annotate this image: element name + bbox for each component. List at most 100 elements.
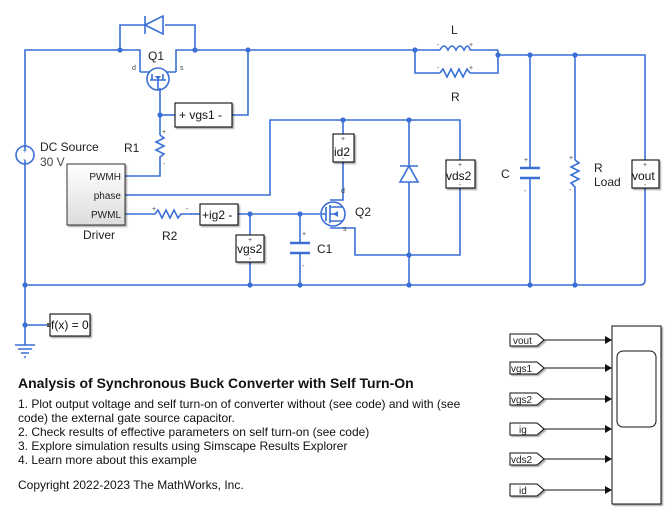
resistor-r[interactable]: - + R — [437, 65, 473, 104]
c-label: C — [501, 167, 510, 181]
diode-icon — [143, 14, 164, 36]
svg-text:s: s — [343, 226, 347, 233]
svg-text:+: + — [643, 162, 647, 169]
vout-label: vout — [632, 169, 655, 183]
capacitor-icon — [290, 241, 310, 255]
vgs1-label: + vgs1 - — [179, 108, 222, 122]
sensor-id2[interactable]: + id2 - — [332, 133, 355, 163]
svg-text:-: - — [342, 156, 345, 163]
resistor-icon — [439, 67, 471, 79]
r2-label: R2 — [162, 229, 178, 243]
port-phase: phase — [94, 191, 122, 202]
svg-text:+: + — [458, 162, 462, 169]
mosfet-q1[interactable]: d s Q1 — [132, 49, 184, 91]
svg-text:+: + — [248, 237, 252, 244]
model-annotation: Analysis of Synchronous Buck Converter w… — [18, 375, 478, 492]
svg-text:+: + — [162, 129, 166, 136]
capacitor-icon — [520, 166, 540, 180]
svg-text:+: + — [23, 146, 28, 155]
from-tag[interactable]: id — [509, 483, 612, 497]
scope-screen-icon — [616, 350, 657, 428]
svg-text:+: + — [302, 231, 306, 238]
svg-text:+: + — [469, 65, 473, 72]
r1-label: R1 — [124, 141, 140, 155]
from-tag[interactable]: vgs2 — [509, 392, 612, 406]
from-tag[interactable]: vout — [509, 333, 612, 347]
scope-block[interactable] — [611, 325, 662, 505]
svg-text:-: - — [302, 263, 305, 270]
svg-text:+: + — [341, 136, 345, 143]
inductor-l[interactable]: - + L — [437, 23, 473, 52]
ground — [15, 344, 35, 358]
svg-text:vgs1: vgs1 — [511, 364, 533, 375]
copyright: Copyright 2022-2023 The MathWorks, Inc. — [18, 478, 244, 492]
from-tag[interactable]: ig — [509, 422, 612, 436]
annotation-item-explore[interactable]: 3. Explore simulation results using Sims… — [18, 439, 348, 453]
ground-icon — [15, 344, 35, 358]
svg-text:-: - — [23, 155, 26, 164]
sensor-ig2[interactable]: +ig2 - — [199, 203, 239, 226]
svg-text:id: id — [519, 486, 527, 497]
wires — [24, 24, 646, 345]
dc-source-value: 30 V — [40, 155, 65, 169]
inductor-icon — [439, 45, 471, 52]
vds2-label: vds2 — [446, 169, 472, 183]
resistor-load[interactable]: + - R Load — [569, 155, 621, 194]
svg-text:-: - — [644, 182, 647, 189]
dc-source-icon — [15, 145, 35, 165]
annotation-item-learn-more[interactable]: 4. Learn more about this example — [18, 453, 197, 467]
q1-body-diode[interactable] — [143, 14, 164, 36]
scope-signals: vout vgs1 vgs2 ig vds2 id — [509, 333, 612, 497]
svg-text:+: + — [469, 42, 473, 49]
c1-label: C1 — [317, 242, 333, 256]
annotation-item-plot[interactable]: 1. Plot output voltage and self turn-on … — [18, 397, 461, 425]
resistor-r2[interactable]: + - R2 — [150, 206, 190, 243]
svg-text:d: d — [132, 65, 136, 72]
svg-text:vout: vout — [513, 336, 532, 347]
svg-text:s: s — [180, 65, 184, 72]
r-label: R — [451, 90, 460, 104]
svg-text:vgs2: vgs2 — [511, 395, 533, 406]
capacitor-c1[interactable]: + - C1 — [290, 231, 333, 270]
svg-text:-: - — [569, 187, 572, 194]
sensor-vgs2[interactable]: + vgs2 - — [235, 234, 265, 263]
id2-label: id2 — [334, 145, 350, 159]
svg-text:+: + — [524, 157, 528, 164]
dc-source[interactable]: + - DC Source 30 V — [15, 140, 99, 169]
mosfet-q2[interactable]: d s Q2 — [320, 188, 371, 233]
svg-text:-: - — [186, 206, 189, 213]
svg-text:-: - — [524, 188, 527, 195]
rload-label-2: Load — [594, 175, 621, 189]
q2-label: Q2 — [355, 205, 371, 219]
svg-text:-: - — [163, 161, 166, 168]
driver-block[interactable]: PWMH phase PWML Driver — [66, 163, 126, 242]
from-tag[interactable]: vgs1 — [509, 361, 612, 375]
solver-configuration[interactable]: f(x) = 0 — [47, 313, 91, 337]
capacitor-c[interactable]: + - C — [501, 157, 540, 195]
resistor-icon — [569, 159, 581, 190]
svg-text:vds2: vds2 — [511, 455, 533, 466]
sensor-vgs1[interactable]: + vgs1 - — [174, 102, 233, 128]
svg-text:-: - — [459, 182, 462, 189]
svg-text:-: - — [249, 256, 252, 263]
sensor-vds2[interactable]: + vds2 - — [445, 159, 476, 189]
vgs2-label: vgs2 — [237, 242, 263, 256]
resistor-icon — [150, 208, 190, 220]
ig2-label: +ig2 - — [202, 208, 232, 222]
sensor-vout[interactable]: + vout - — [631, 159, 660, 189]
port-pwml: PWML — [91, 210, 121, 221]
annotation-item-parameters[interactable]: 2. Check results of effective parameters… — [18, 425, 370, 439]
svg-text:+: + — [569, 155, 573, 162]
resistor-icon — [154, 134, 166, 160]
svg-text:ig: ig — [519, 425, 527, 436]
svg-text:+: + — [152, 206, 156, 213]
junction-nodes — [22, 47, 578, 328]
svg-text:d: d — [341, 188, 345, 195]
l-label: L — [451, 23, 458, 37]
from-tag[interactable]: vds2 — [509, 452, 612, 466]
freewheel-diode[interactable] — [398, 164, 420, 183]
annotation-title: Analysis of Synchronous Buck Converter w… — [18, 375, 414, 391]
dc-source-label: DC Source — [40, 140, 99, 154]
resistor-r1[interactable]: + - R1 — [124, 129, 166, 168]
